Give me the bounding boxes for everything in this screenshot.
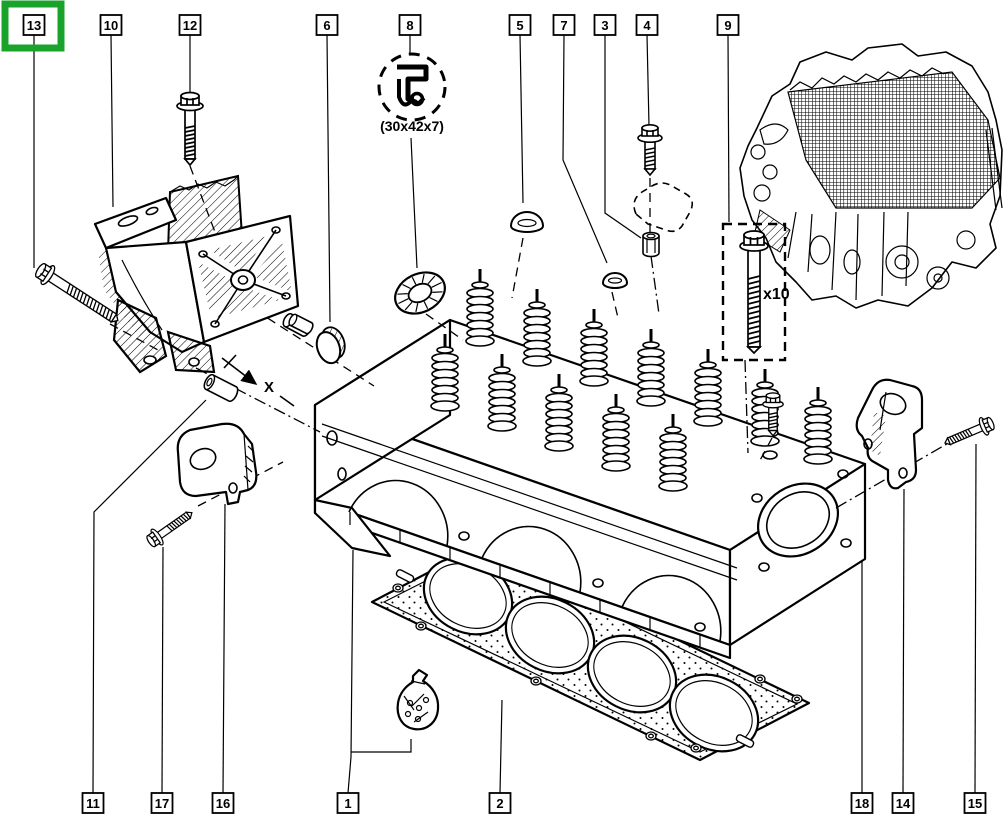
part-dowel-x bbox=[203, 373, 239, 403]
part-plug-sleeve bbox=[288, 313, 314, 335]
svg-text:1: 1 bbox=[344, 796, 351, 811]
svg-text:4: 4 bbox=[643, 18, 651, 33]
svg-text:6: 6 bbox=[323, 18, 330, 33]
part-camshaft-seal bbox=[394, 271, 446, 315]
part-bolt-12 bbox=[176, 91, 204, 166]
bolt-quantity-box bbox=[721, 222, 787, 362]
head-left-face-holes bbox=[326, 430, 347, 481]
callout-1[interactable]: 1 bbox=[336, 792, 360, 814]
svg-text:17: 17 bbox=[155, 796, 169, 811]
svg-text:5: 5 bbox=[516, 18, 523, 33]
part-cup-plug-small bbox=[602, 272, 628, 289]
svg-text:3: 3 bbox=[601, 18, 608, 33]
bolt-quantity-label: x10 bbox=[763, 286, 790, 303]
callout-16[interactable]: 16 bbox=[211, 792, 235, 814]
svg-text:16: 16 bbox=[216, 796, 230, 811]
callout-15[interactable]: 15 bbox=[963, 792, 987, 814]
part-bolt-17 bbox=[143, 504, 198, 551]
callout-18[interactable]: 18 bbox=[850, 792, 874, 814]
svg-text:14: 14 bbox=[896, 796, 911, 811]
svg-text:2: 2 bbox=[496, 796, 503, 811]
callout-7[interactable]: 7 bbox=[552, 14, 576, 36]
part-engine-mount-bracket bbox=[93, 174, 312, 374]
part-timing-bracket bbox=[176, 422, 258, 506]
svg-text:12: 12 bbox=[183, 18, 197, 33]
callouts-bottom: 11 17 16 1 2 18 14 15 bbox=[81, 792, 987, 814]
callout-6[interactable]: 6 bbox=[315, 14, 339, 36]
svg-text:10: 10 bbox=[104, 18, 118, 33]
svg-text:13: 13 bbox=[27, 18, 41, 33]
callout-14[interactable]: 14 bbox=[891, 792, 915, 814]
callout-10[interactable]: 10 bbox=[99, 14, 123, 36]
bracket-outline-dashed bbox=[633, 182, 694, 233]
callout-13[interactable]: 13 bbox=[22, 14, 46, 36]
callout-4[interactable]: 4 bbox=[635, 14, 659, 36]
svg-text:7: 7 bbox=[560, 18, 567, 33]
seal-size-label: (30x42x7) bbox=[380, 118, 444, 134]
leader-lines bbox=[33, 34, 977, 794]
head-front-arches bbox=[348, 479, 722, 642]
part-bolt-4 bbox=[637, 124, 663, 176]
part-cup-plug-disc bbox=[315, 326, 346, 365]
engine-thumbnail bbox=[739, 43, 1003, 309]
part-head-gasket bbox=[370, 543, 811, 762]
part-spacer-bushing bbox=[642, 231, 660, 258]
part-cup-plug-large bbox=[510, 211, 544, 233]
callout-3[interactable]: 3 bbox=[593, 14, 617, 36]
svg-text:15: 15 bbox=[968, 796, 982, 811]
dimension-x-label: X bbox=[264, 379, 274, 396]
callout-2[interactable]: 2 bbox=[488, 792, 512, 814]
callout-8[interactable]: 8 bbox=[398, 14, 422, 36]
svg-text:9: 9 bbox=[724, 18, 731, 33]
svg-text:18: 18 bbox=[855, 796, 869, 811]
part-cylinder-head bbox=[313, 267, 867, 660]
head-skirt-ticks bbox=[349, 512, 701, 647]
callout-9[interactable]: 9 bbox=[716, 14, 740, 36]
dimension-x-arrow bbox=[221, 354, 295, 407]
part-lifting-bracket bbox=[855, 378, 924, 490]
seal-section-detail bbox=[377, 52, 447, 122]
svg-text:8: 8 bbox=[406, 18, 413, 33]
parts-bag bbox=[396, 668, 440, 731]
callout-11[interactable]: 11 bbox=[81, 792, 105, 814]
head-cam-bore bbox=[751, 450, 852, 572]
selected-callout-highlight bbox=[1, 0, 65, 52]
svg-text:11: 11 bbox=[86, 796, 100, 811]
part-bolt-15 bbox=[940, 413, 998, 453]
callout-17[interactable]: 17 bbox=[150, 792, 174, 814]
callout-5[interactable]: 5 bbox=[508, 14, 532, 36]
engine-detail-lines bbox=[750, 123, 1003, 301]
callouts-top: 13 10 12 6 8 5 7 3 4 9 bbox=[22, 14, 740, 36]
callout-12[interactable]: 12 bbox=[178, 14, 202, 36]
